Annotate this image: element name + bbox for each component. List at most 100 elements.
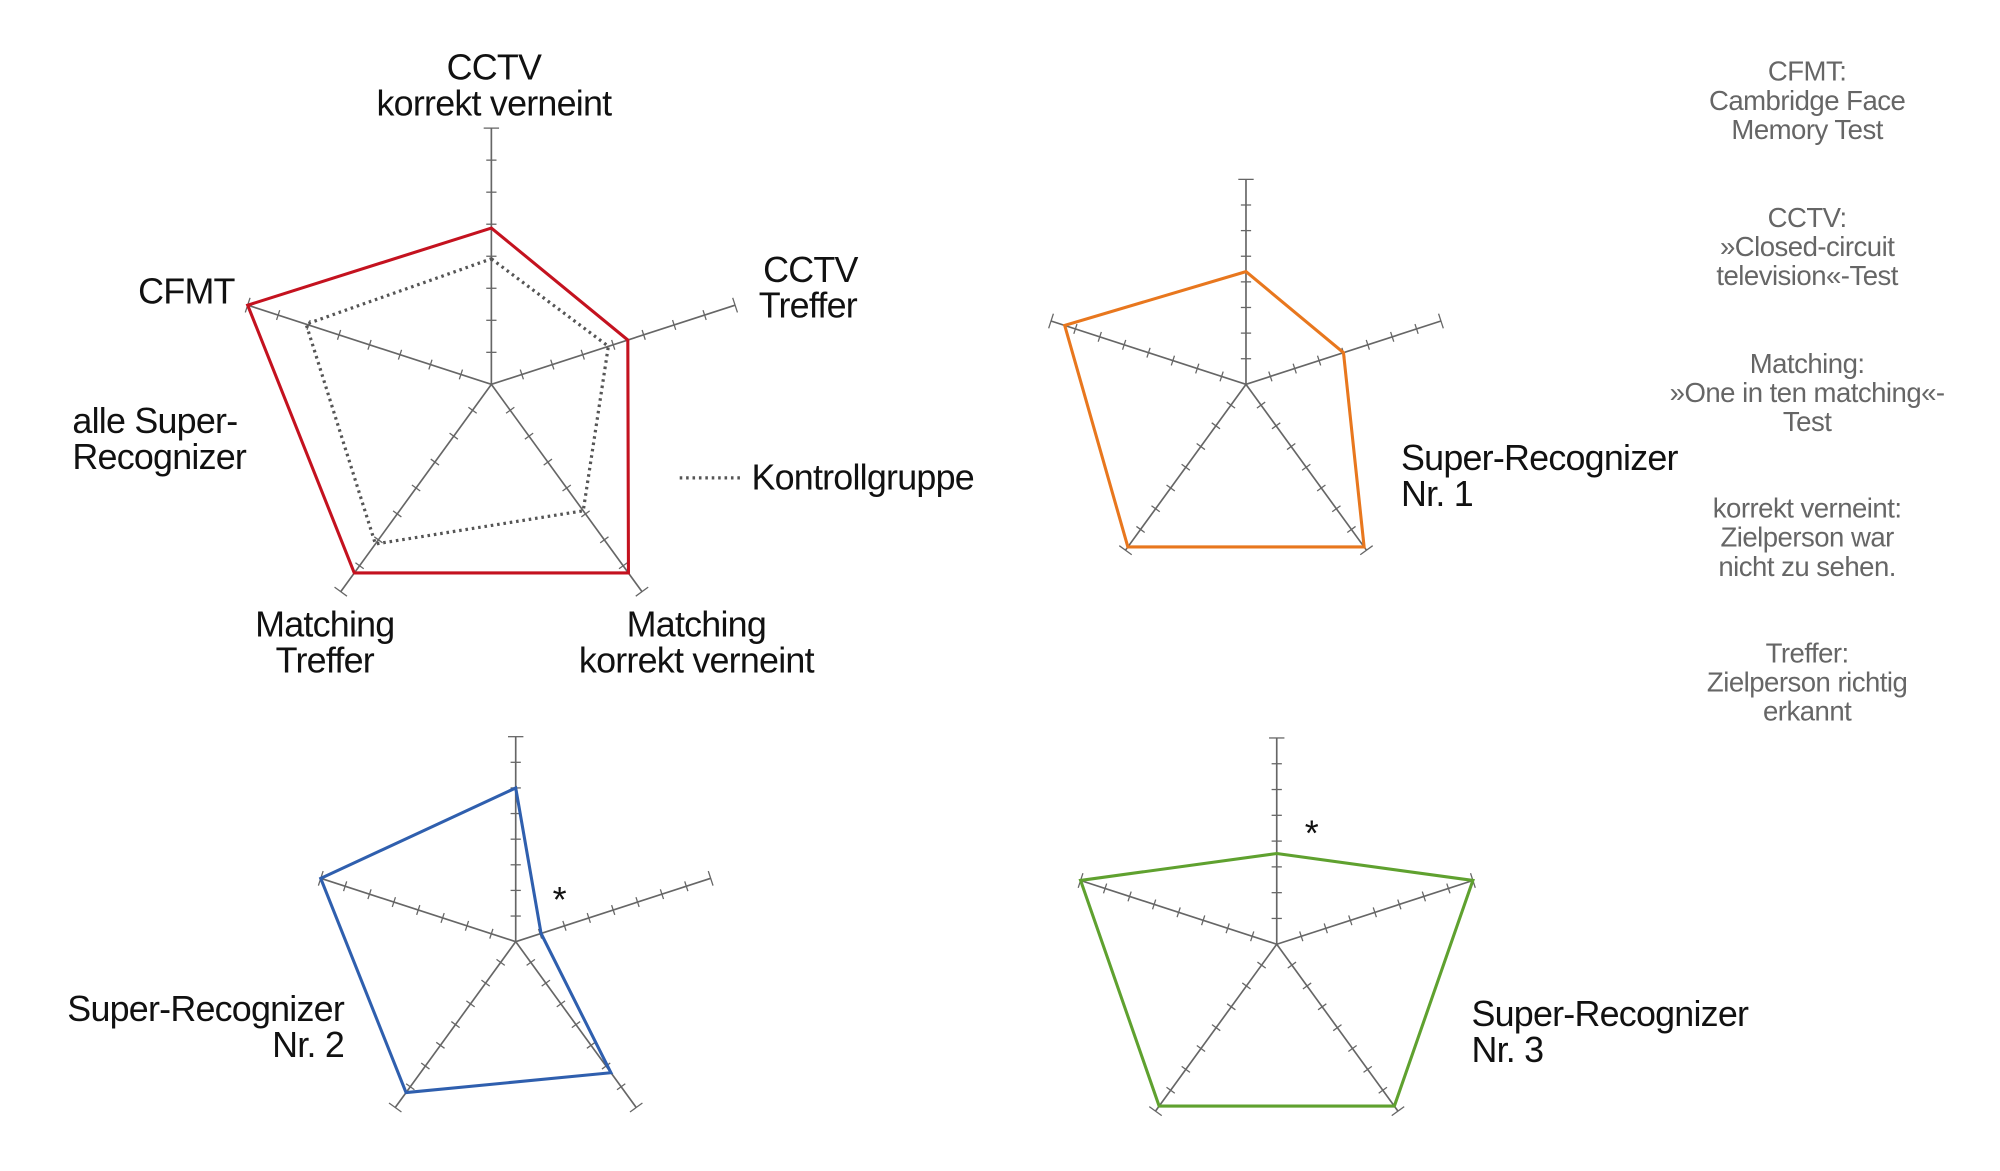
axis-tick: [671, 319, 677, 331]
axis-tick: [556, 1000, 566, 1008]
axis-tick: [1195, 363, 1200, 374]
axis-tick: [367, 889, 372, 900]
axis-tick: [571, 1021, 581, 1029]
axis-tick: [616, 1083, 626, 1091]
definition-note: Matching:: [1750, 348, 1865, 379]
definition-note: Memory Test: [1731, 114, 1883, 145]
axis-tick: [411, 484, 421, 492]
series-label: alle Super-: [72, 401, 237, 441]
axis-4: [317, 870, 516, 943]
axis-tick: [1446, 883, 1451, 894]
series-3: [318, 785, 614, 1095]
axis-tick: [1414, 323, 1419, 334]
definition-note: CFMT:: [1768, 56, 1847, 87]
axis-tick: [702, 309, 707, 321]
axis-tick: [618, 562, 628, 570]
axis-1: [491, 297, 739, 386]
axis-tick: [580, 510, 591, 518]
series-label: Super-Recognizer: [67, 989, 345, 1029]
axis-tick: [1359, 545, 1374, 556]
axis-tick: [1316, 484, 1326, 492]
axis-tick: [440, 912, 445, 923]
axis-tick: [468, 406, 478, 414]
axis-tick: [373, 536, 383, 544]
axis-4: [244, 297, 492, 386]
axis-tick: [430, 458, 440, 466]
series-label: Nr. 2: [272, 1025, 344, 1065]
axis-2: [490, 383, 649, 597]
axis-tick: [496, 958, 506, 966]
axis-tick: [1102, 883, 1108, 894]
axis-tick: [1226, 1003, 1236, 1011]
axis-tick: [1421, 891, 1427, 902]
axis-label: korrekt verneint: [377, 83, 613, 123]
radar-chart-1: [244, 127, 739, 597]
axis-tick: [526, 958, 536, 966]
axis-tick: [391, 897, 397, 908]
star-annotation: *: [553, 880, 567, 920]
axis-tick: [458, 369, 464, 380]
axis-tick: [1347, 1044, 1358, 1053]
axis-tick: [450, 1021, 460, 1029]
axis-label: Treffer: [759, 286, 858, 326]
axis-4: [1077, 872, 1277, 946]
axis-tick: [541, 979, 551, 987]
axis-tick: [464, 920, 470, 931]
axis-tick: [1391, 1106, 1405, 1117]
axis-tick: [428, 359, 433, 370]
definition-note: Test: [1783, 406, 1832, 437]
axis-tick: [1292, 363, 1297, 374]
axis-3: [334, 383, 493, 597]
axis-tick: [1286, 443, 1296, 451]
star-annotation: *: [1305, 814, 1319, 854]
series-label: Super-Recognizer: [1401, 438, 1679, 478]
definition-note: Treffer:: [1766, 637, 1849, 668]
axis-tick: [1323, 923, 1328, 934]
axis-tick: [519, 369, 525, 380]
axis-tick: [550, 359, 555, 370]
definition-note: television«-Test: [1716, 260, 1898, 291]
axis-0: [483, 127, 500, 385]
axis-tick: [1151, 505, 1161, 513]
axis-tick: [342, 881, 348, 892]
axis-2: [1245, 383, 1374, 556]
series-label: Nr. 3: [1471, 1030, 1543, 1070]
axis-tick: [1256, 401, 1266, 409]
axis-1: [1276, 872, 1476, 946]
axis-label: Matching: [255, 605, 394, 645]
axis-tick: [659, 889, 665, 900]
axis-tick: [1200, 915, 1206, 926]
axis-tick: [336, 329, 342, 340]
axis-tick: [1148, 1106, 1163, 1117]
axis-tick: [367, 339, 372, 350]
axis-tick: [635, 586, 649, 597]
series-kontrollgruppe: [304, 257, 611, 546]
axis-tick: [1073, 323, 1078, 334]
axis-tick: [416, 904, 421, 916]
axis-tick: [707, 870, 714, 886]
axis-tick: [397, 349, 403, 360]
axis-label: Matching: [627, 605, 766, 645]
axis-tick: [1211, 422, 1221, 430]
axis-tick: [610, 904, 616, 916]
axis-0: [508, 736, 524, 942]
definition-note: »One in ten matching«-: [1670, 377, 1945, 408]
axis-0: [1269, 737, 1285, 945]
axis-tick: [1170, 355, 1176, 366]
radar-chart-2: [1048, 178, 1444, 556]
series-1: [245, 226, 630, 575]
axis-3: [1118, 383, 1247, 556]
definition-note: Cambridge Face: [1709, 85, 1906, 116]
axis-4: [1048, 313, 1247, 386]
axis-tick: [1346, 525, 1356, 533]
definition-note: »Closed-circuit: [1720, 231, 1895, 262]
axis-tick: [1390, 331, 1395, 342]
definition-note: erkannt: [1763, 696, 1852, 727]
axis-tick: [392, 510, 402, 518]
axis-0: [1238, 178, 1254, 385]
definition-note: korrekt verneint:: [1713, 493, 1902, 524]
axis-tick: [1127, 891, 1132, 902]
axis-tick: [420, 1062, 430, 1070]
axis-tick: [1136, 525, 1146, 533]
